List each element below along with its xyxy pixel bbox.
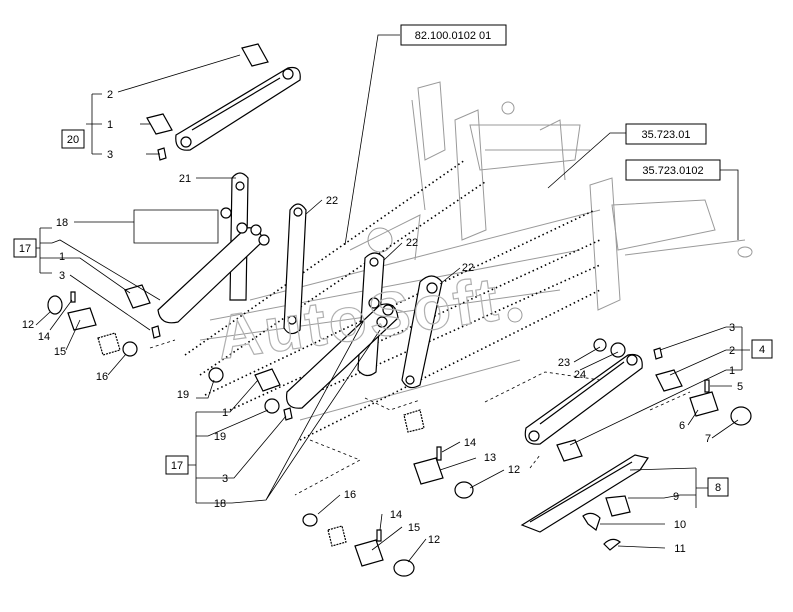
wedge-plate-assembly bbox=[520, 454, 649, 551]
callout-3-top: 3 bbox=[107, 149, 113, 161]
callout-19-b: 19 bbox=[214, 431, 226, 443]
callout-5: 5 bbox=[737, 381, 743, 393]
callout-3-lower: 3 bbox=[222, 473, 228, 485]
callout-13: 13 bbox=[484, 452, 496, 464]
callout-15-lower: 15 bbox=[408, 522, 420, 534]
callout-12-lower: 12 bbox=[428, 534, 440, 546]
dashed-guides bbox=[149, 339, 691, 496]
reference-box-2 bbox=[625, 123, 707, 145]
callout-2-top: 2 bbox=[107, 89, 113, 101]
callout-10: 10 bbox=[674, 519, 686, 531]
callout-12-center: 12 bbox=[508, 464, 520, 476]
group-number-boxes: 20 17 17 4 8 bbox=[13, 129, 773, 497]
part-callouts: 2 1 3 21 18 1 3 12 14 15 16 22 22 22 19 … bbox=[22, 89, 743, 555]
group-label-17-left: 17 bbox=[19, 243, 31, 255]
callout-24: 24 bbox=[574, 369, 586, 381]
callout-2-right: 2 bbox=[729, 345, 735, 357]
left-pin-set bbox=[47, 291, 138, 357]
group-label-17-lower: 17 bbox=[171, 460, 183, 472]
group-box-8 bbox=[707, 477, 729, 497]
group-label-8: 8 bbox=[715, 482, 721, 494]
reference-box-3 bbox=[625, 159, 721, 181]
reference-box-1 bbox=[400, 24, 507, 46]
group-box-4 bbox=[751, 339, 773, 359]
group-label-4: 4 bbox=[759, 344, 765, 356]
callout-9: 9 bbox=[673, 491, 679, 503]
group-box-17-lower bbox=[165, 455, 189, 475]
reference-label-1: 82.100.0102 01 bbox=[415, 30, 491, 42]
leader-lines bbox=[35, 34, 750, 563]
callout-11: 11 bbox=[674, 543, 685, 555]
callout-18-lower: 18 bbox=[214, 498, 226, 510]
callout-15-left: 15 bbox=[54, 346, 66, 358]
callout-23: 23 bbox=[558, 357, 570, 369]
callout-14-left: 14 bbox=[38, 331, 50, 343]
group-box-20 bbox=[61, 129, 85, 149]
reference-label-2: 35.723.01 bbox=[642, 129, 691, 141]
link-assembly-top bbox=[146, 43, 301, 161]
callout-16-lower: 16 bbox=[344, 489, 356, 501]
link-assembly-right bbox=[524, 338, 752, 462]
callout-19-a: 19 bbox=[177, 389, 189, 401]
callout-21: 21 bbox=[179, 173, 191, 185]
lower-pin-sets bbox=[302, 409, 474, 577]
reference-label-3: 35.723.0102 bbox=[642, 165, 703, 177]
arm-assembly-left bbox=[124, 172, 270, 339]
callout-1-top: 1 bbox=[107, 119, 113, 131]
callout-22-b: 22 bbox=[406, 237, 418, 249]
callout-3-right: 3 bbox=[729, 322, 735, 334]
callout-7: 7 bbox=[705, 433, 711, 445]
links-22 bbox=[283, 203, 443, 389]
callout-1-lower: 1 bbox=[222, 407, 228, 419]
callout-14-lower: 14 bbox=[390, 509, 402, 521]
callout-14-center: 14 bbox=[464, 437, 476, 449]
callout-1-left: 1 bbox=[59, 251, 65, 263]
arm-assembly-center bbox=[208, 297, 399, 421]
callout-18-left: 18 bbox=[56, 217, 68, 229]
callout-22-a: 22 bbox=[326, 195, 338, 207]
callout-1-right: 1 bbox=[729, 365, 735, 377]
reference-labels: 82.100.0102 01 35.723.01 35.723.0102 bbox=[400, 24, 721, 181]
callout-3-left: 3 bbox=[59, 270, 65, 282]
callout-12-left: 12 bbox=[22, 319, 34, 331]
callout-22-c: 22 bbox=[462, 262, 474, 274]
callout-16-left: 16 bbox=[96, 371, 108, 383]
group-box-17-left bbox=[13, 238, 37, 258]
group-label-20: 20 bbox=[67, 134, 79, 146]
callout-6: 6 bbox=[679, 420, 685, 432]
